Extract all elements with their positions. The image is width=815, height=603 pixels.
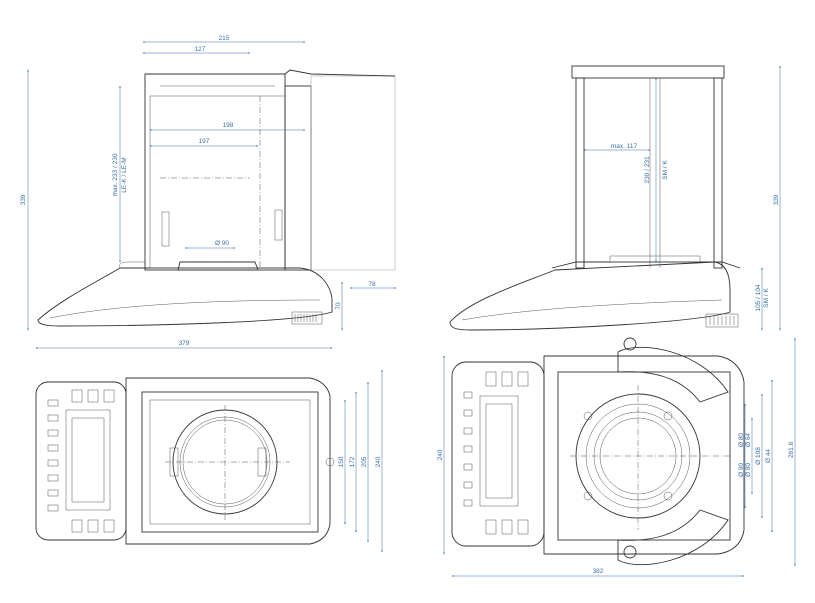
dim-top-large-width: 382 xyxy=(593,568,604,575)
dim-side-height-total: 339 xyxy=(773,194,780,205)
dim-side-height-inner-models: SM / K xyxy=(662,160,669,180)
dim-front-inner-width-1: 198 xyxy=(223,122,234,129)
top-view-large: Ø 80 Ø 90 Ø 64 Ø 80 Ø 108 Ø 44 281.8 240… xyxy=(437,337,796,577)
dim-front-door-extension: 78 xyxy=(368,281,376,288)
dim-top-small-205: 205 xyxy=(361,456,368,467)
dim-side-height-inner: 230 / 231 xyxy=(644,156,651,183)
dim-top-small-150: 150 xyxy=(338,456,345,467)
dim-top-large-total: 281.8 xyxy=(788,441,795,458)
dim-side-base-height: 105 / 104 xyxy=(755,284,762,311)
dim-side-base-height-models: SM / K xyxy=(763,288,770,308)
front-view: 215 127 198 197 Ø 90 339 max. 233 / 230 … xyxy=(20,35,397,349)
dim-top-large-d2: Ø 80 xyxy=(745,463,752,477)
dim-side-inner-max: max. 117 xyxy=(611,143,638,150)
dim-top-large-d1: Ø 90 xyxy=(738,463,745,477)
top-view-small: 150 172 205 240 xyxy=(35,369,383,553)
dim-front-width-total: 215 xyxy=(219,35,230,42)
dim-front-chamber-height: max. 233 / 230 xyxy=(112,153,119,196)
dim-top-large-d5: Ø 80 xyxy=(738,433,745,447)
dim-top-large-d3: Ø 108 xyxy=(755,447,762,465)
dim-front-base-height: 70 xyxy=(335,302,342,310)
dim-front-height-total: 339 xyxy=(20,194,27,205)
dim-front-inner-width-2: 197 xyxy=(199,138,210,145)
side-view: max. 117 230 / 231 SM / K 339 105 / 104 … xyxy=(449,65,781,331)
dim-top-small-172: 172 xyxy=(349,456,356,467)
dim-front-pan-diameter: Ø 90 xyxy=(215,240,229,247)
dim-front-chamber-height-models: LE-K / LE-M xyxy=(121,157,128,192)
dim-top-small-240: 240 xyxy=(375,456,382,467)
dim-top-large-d4: Ø 44 xyxy=(765,449,772,463)
dim-top-large-height: 240 xyxy=(437,449,444,460)
dim-top-large-d6: Ø 64 xyxy=(745,433,752,447)
dim-front-depth: 379 xyxy=(179,340,190,347)
dim-front-chamber-width: 127 xyxy=(195,46,206,53)
